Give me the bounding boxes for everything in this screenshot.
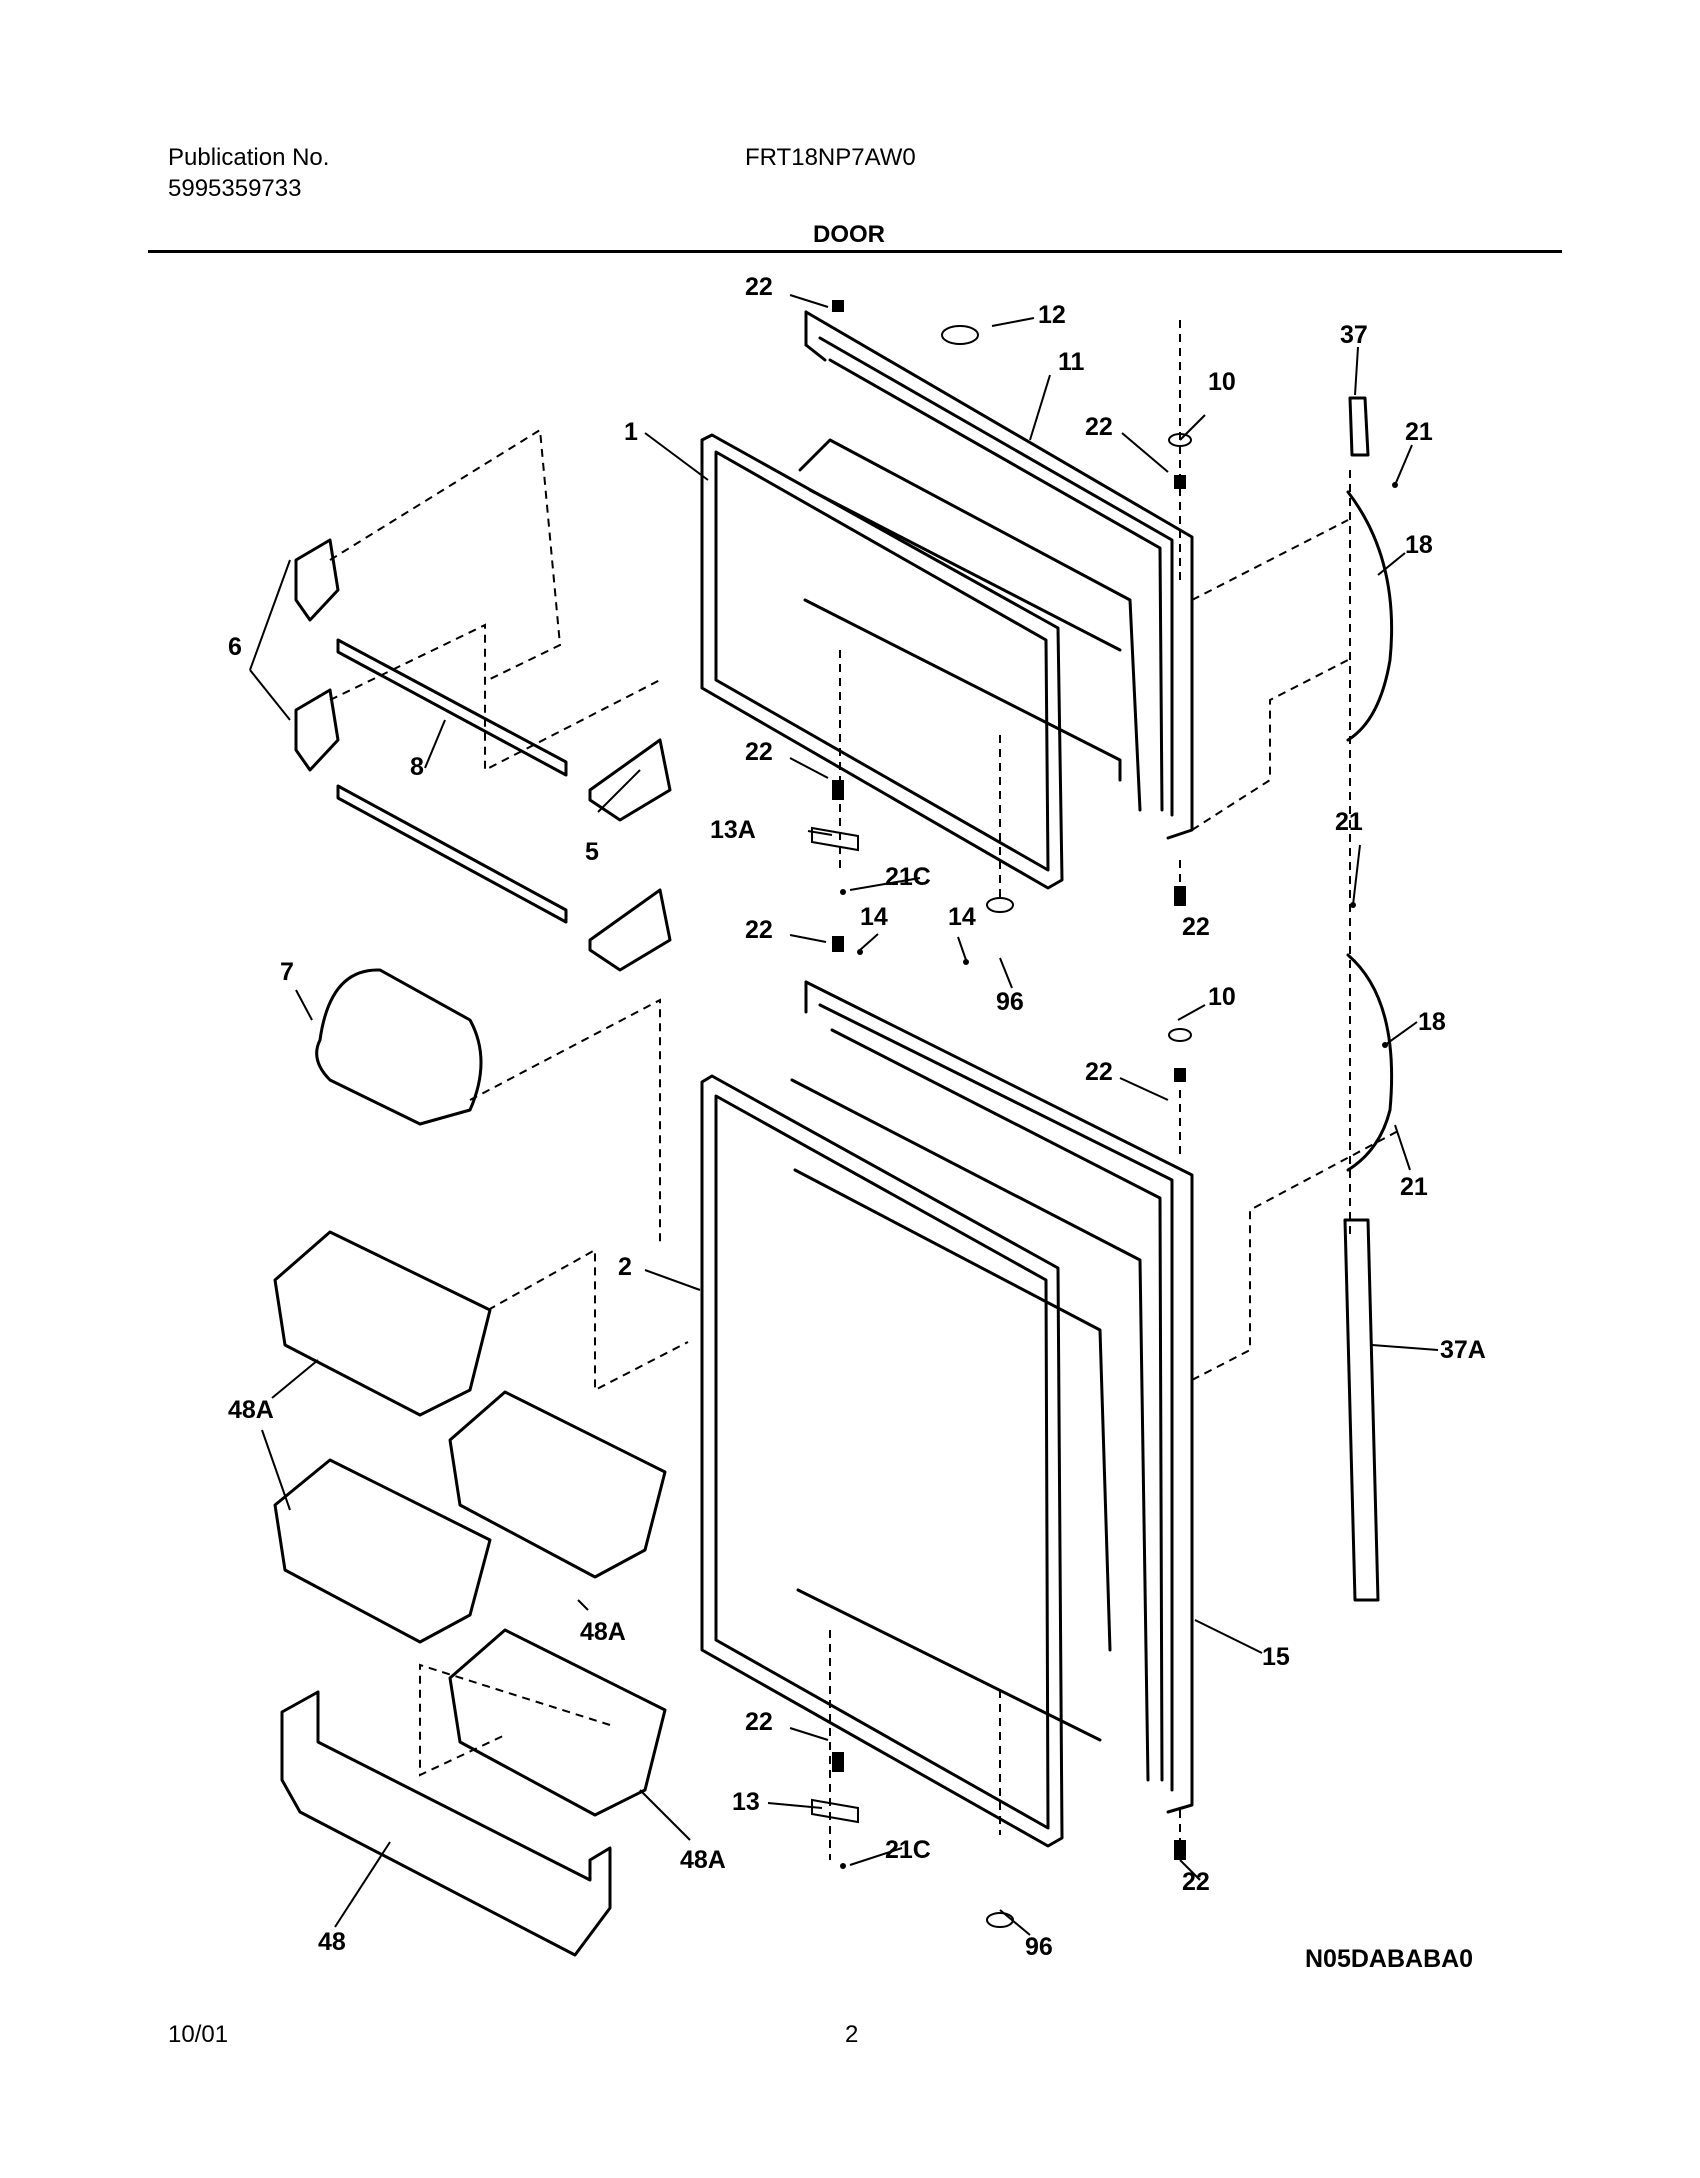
callout-label: 22 [1182, 913, 1210, 941]
header-rule [148, 250, 1562, 253]
callout-label: 13 [732, 1788, 760, 1816]
screw-21-mid [1350, 902, 1356, 908]
plug-10-upper [1168, 433, 1192, 447]
screw-14-right [963, 959, 969, 965]
callout-label: 6 [228, 633, 242, 661]
hinge-pin-22-bottom [1174, 1840, 1186, 1860]
hinge-pin-22-right [1174, 886, 1186, 906]
callout-label: 22 [1085, 413, 1113, 441]
screw-21c-upper [840, 889, 846, 895]
screw-22-fresh [1174, 1068, 1186, 1082]
drawing-code: N05DABABA0 [1305, 1945, 1473, 1973]
callout-label: 18 [1418, 1008, 1446, 1036]
leader-lines [249, 294, 1439, 1936]
callout-label: 22 [1182, 1868, 1210, 1896]
callout-label: 96 [1025, 1933, 1053, 1961]
page-number: 2 [845, 2021, 859, 2048]
callout-label: 37A [1440, 1336, 1486, 1364]
screw-14-left [857, 949, 863, 955]
callout-label: 22 [745, 916, 773, 944]
callout-label: 1 [624, 418, 638, 446]
door-handles [1343, 396, 1394, 1602]
publication-label: Publication No. [168, 144, 330, 171]
hinge-pin-22-lower [832, 1752, 844, 1772]
freezer-door-panel [798, 310, 1194, 840]
callout-label: 10 [1208, 368, 1236, 396]
washer-96-lower [986, 1912, 1014, 1928]
section-title: DOOR [813, 221, 885, 248]
publication-number: 5995359733 [168, 175, 302, 202]
callout-label: 22 [1085, 1058, 1113, 1086]
dairy-bin [315, 968, 483, 1126]
screw-21c-lower [840, 1863, 846, 1869]
fresh-food-door-panel [790, 980, 1194, 1814]
callout-label: 48 [318, 1928, 346, 1956]
callout-label: 48A [680, 1846, 726, 1874]
callout-label: 37 [1340, 321, 1368, 349]
shelf-rails [294, 538, 672, 972]
screw-21-upper [1392, 482, 1398, 488]
callout-labels: 22 12 11 10 22 37 21 1 18 6 8 5 22 13A 2… [228, 273, 1486, 1961]
callout-label: 14 [948, 903, 976, 931]
callout-label: 7 [280, 958, 294, 986]
hinge-13 [811, 1798, 859, 1824]
callout-label: 22 [745, 738, 773, 766]
callout-label: 21 [1400, 1173, 1428, 1201]
fresh-food-gasket [700, 1074, 1064, 1848]
plug-10-lower [1168, 1028, 1192, 1042]
callout-label: 48A [228, 1396, 274, 1424]
callout-label: 10 [1208, 983, 1236, 1011]
callout-label: 12 [1038, 301, 1066, 329]
callout-label: 14 [860, 903, 888, 931]
callout-label: 21C [885, 863, 931, 891]
hinge-13a [811, 826, 859, 852]
screw-22-freezer [1174, 475, 1186, 489]
callout-label: 2 [618, 1253, 632, 1281]
callout-label: 18 [1405, 531, 1433, 559]
callout-label: 5 [585, 838, 599, 866]
model-number: FRT18NP7AW0 [745, 144, 916, 171]
door-bins [273, 1230, 667, 1817]
screw-22-top [832, 300, 844, 312]
freezer-gasket [700, 433, 1064, 890]
screw-22-lower-top [832, 936, 844, 952]
callout-label: 13A [710, 816, 756, 844]
callout-label: 15 [1262, 1643, 1290, 1671]
callout-label: 8 [410, 753, 424, 781]
washer-96-upper [986, 897, 1014, 913]
callout-label: 22 [745, 1708, 773, 1736]
callout-label: 96 [996, 988, 1024, 1016]
plug-12 [941, 325, 979, 345]
hinge-pin-22 [832, 780, 844, 800]
fasteners [811, 300, 1398, 1928]
callout-label: 11 [1058, 348, 1085, 376]
callout-label: 21 [1405, 418, 1433, 446]
callout-label: 21C [885, 1836, 931, 1864]
callout-label: 48A [580, 1618, 626, 1646]
screw-21-lower [1382, 1042, 1388, 1048]
callout-label: 21 [1335, 808, 1363, 836]
door-shelf [280, 1690, 612, 1957]
assembly-lines [329, 320, 1401, 1860]
footer-date: 10/01 [168, 2021, 229, 2048]
callout-label: 22 [745, 273, 773, 301]
